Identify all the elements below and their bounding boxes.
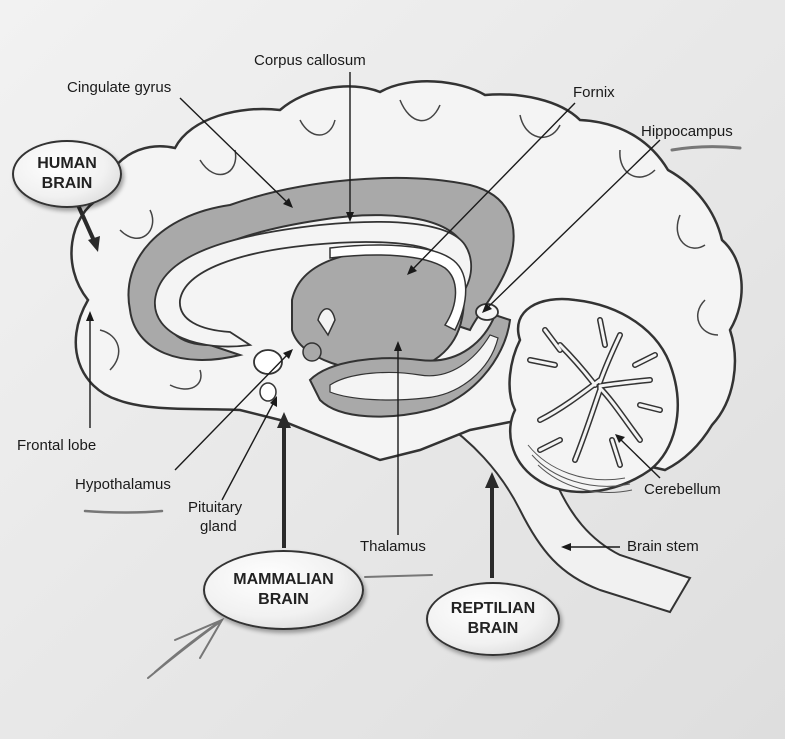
cingulate-gyrus-label: Cingulate gyrus (67, 79, 172, 96)
pituitary-label-line1: Pituitary (188, 499, 243, 516)
brain-stem-arrowhead (561, 543, 571, 551)
mammillary-body (302, 342, 322, 362)
frontal-lobe-label: Frontal lobe (17, 437, 97, 454)
thalamus-arrowhead (394, 341, 402, 351)
human-brain-line2: BRAIN (41, 175, 93, 192)
mammalian-brain-line2: BRAIN (258, 591, 309, 608)
pencil-mark-mammalian (364, 574, 433, 578)
mammalian-brain-line1: MAMMALIAN (233, 571, 334, 588)
cerebellum-label: Cerebellum (644, 481, 721, 498)
thalamus-label: Thalamus (360, 538, 426, 555)
reptilian-brain-line2: BRAIN (467, 620, 519, 637)
human-brain-line1: HUMAN (37, 155, 97, 172)
pituitary-label-line2: gland (200, 518, 237, 535)
corpus-callosum-label: Corpus callosum (254, 52, 366, 69)
oval-arrows (76, 204, 494, 578)
fornix-arch (329, 244, 467, 332)
cingulate-gyrus-arrowhead (283, 198, 293, 208)
fornix-label: Fornix (573, 84, 615, 101)
reptilian-brain-line1: REPTILIAN (450, 600, 536, 617)
lower-light-band (329, 334, 499, 401)
frontal-lobe-arrowhead (86, 311, 94, 321)
pineal-structure (317, 308, 336, 337)
cingulate-gyrus-pointer (179, 97, 291, 206)
fornix-arrowhead (407, 265, 417, 275)
human-brain-arrowhead (88, 236, 100, 252)
cerebellum-pointer (617, 436, 661, 479)
corpus-callosum-arrowhead (346, 212, 354, 222)
hippocampus-label: Hippocampus (641, 123, 733, 140)
pointer-heads (86, 198, 625, 551)
brain-stem-label: Brain stem (627, 538, 699, 555)
hippocampus-arrowhead (482, 303, 492, 313)
reptilian-brain-oval: REPTILIAN BRAIN (426, 582, 560, 656)
fornix-pointer (409, 102, 576, 273)
mammalian-brain-arrowhead (277, 412, 291, 428)
cerebellum-arrowhead (615, 434, 625, 443)
mammalian-brain-oval: MAMMALIAN BRAIN (203, 550, 364, 630)
pencil-mark-hypothalamus (83, 509, 164, 514)
reptilian-brain-arrowhead (485, 472, 499, 488)
hypothalamus-arrowhead (283, 349, 293, 359)
human-brain-arrow (76, 204, 97, 244)
pituitary-pointer (221, 399, 276, 501)
hypothalamus-label: Hypothalamus (75, 476, 171, 493)
oval-arrowheads (88, 236, 499, 488)
pituitary-arrowhead (270, 396, 277, 407)
cerebellum-stripes (527, 444, 633, 493)
pituitary-gland-shape (259, 382, 277, 402)
hypothalamus-region (253, 349, 283, 375)
pointer-lines (89, 72, 661, 548)
pencil-marks (83, 145, 742, 679)
pencil-mark-hippocampus (670, 145, 742, 152)
human-brain-oval: HUMAN BRAIN (12, 140, 122, 208)
hippocampus-pointer (484, 139, 661, 311)
hypothalamus-pointer (174, 351, 291, 471)
gyrus-folds (99, 99, 719, 390)
pencil-arrow-scribble (147, 617, 225, 679)
cerebellum-arbor-inner (528, 318, 662, 467)
